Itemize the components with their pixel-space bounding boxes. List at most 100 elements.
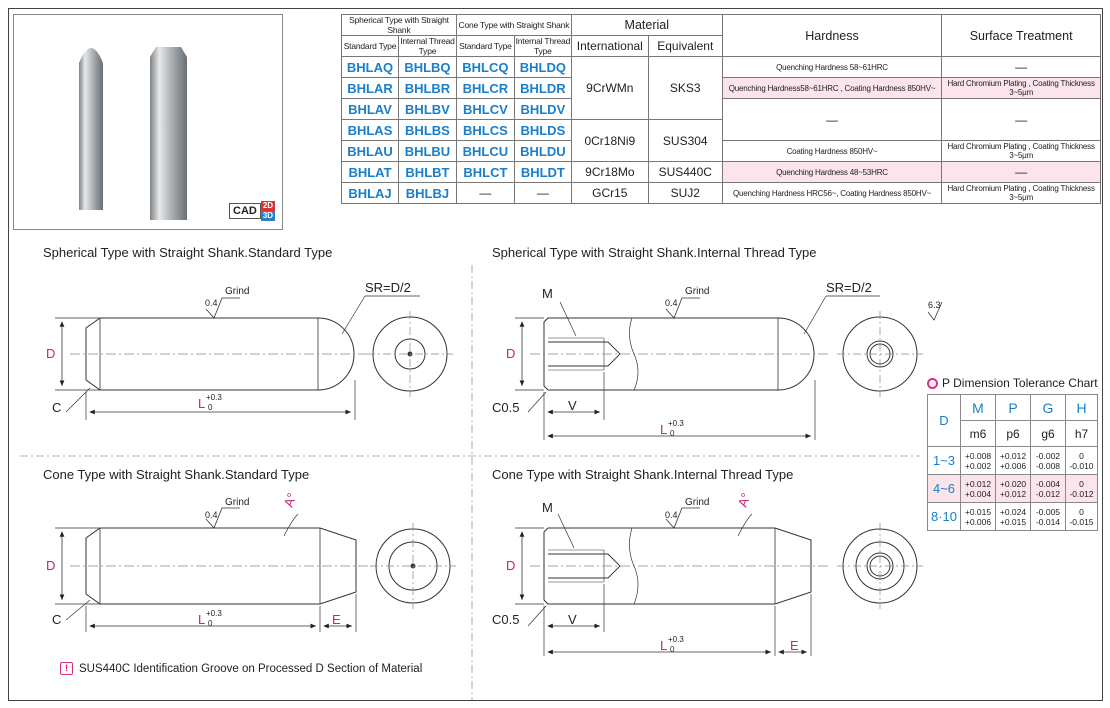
tol-value: +0.015+0.006 <box>960 502 996 531</box>
code-cell[interactable]: BHLBS <box>397 119 457 141</box>
cad-badge[interactable]: CAD 2D 3D <box>229 201 276 221</box>
code-cell[interactable]: BHLDT <box>513 161 572 183</box>
tol-value: 0-0.010 <box>1065 446 1098 475</box>
code-cell[interactable]: BHLCU <box>455 140 515 162</box>
material-equivalent: SUJ2 <box>647 182 723 204</box>
code-cell[interactable]: BHLDS <box>513 119 572 141</box>
tol-upper: 0 <box>1079 506 1084 517</box>
surface-cell: — <box>941 56 1101 78</box>
warning-icon: ! <box>60 662 73 675</box>
code-cell[interactable]: BHLAJ <box>341 182 399 204</box>
hardness-cell: Quenching Hardness HRC56~, Coating Hardn… <box>721 182 943 204</box>
header-material: Material <box>570 14 723 36</box>
code-cell[interactable]: BHLAR <box>341 77 399 99</box>
header-cone: Cone Type with Straight Shank <box>455 14 572 36</box>
header-equivalent: Equivalent <box>647 35 723 57</box>
code-cell[interactable]: BHLBV <box>397 98 457 120</box>
code-cell[interactable]: BHLDQ <box>513 56 572 78</box>
code-cell[interactable]: BHLBR <box>397 77 457 99</box>
code-cell[interactable]: BHLDR <box>513 77 572 99</box>
spec-table: Spherical Type with Straight Shank Cone … <box>341 14 1101 204</box>
drawing-title-4: Cone Type with Straight Shank.Internal T… <box>492 467 794 482</box>
tol-lower: -0.012 <box>1035 488 1061 499</box>
tolerance-title: P Dimension Tolerance Chart <box>942 376 1098 390</box>
tol-upper: +0.008 <box>964 450 992 461</box>
tol-lower: -0.015 <box>1069 516 1094 527</box>
material-note: ! SUS440C Identification Groove on Proce… <box>60 662 422 675</box>
code-cell[interactable]: BHLCS <box>455 119 515 141</box>
tolerance-bullet-icon <box>927 377 938 389</box>
code-cell[interactable]: BHLBJ <box>397 182 457 204</box>
tol-value: -0.005-0.014 <box>1030 502 1066 531</box>
tol-value: -0.004-0.012 <box>1030 474 1066 503</box>
header-standard-1: Standard Type <box>341 35 399 57</box>
header-thread-1: Internal Thread Type <box>397 35 457 57</box>
tol-lower: -0.014 <box>1035 516 1061 527</box>
code-cell[interactable]: BHLAT <box>341 161 399 183</box>
tol-lower: +0.004 <box>964 488 992 499</box>
tol-value: +0.012+0.004 <box>960 474 996 503</box>
tol-upper: 0 <box>1079 450 1084 461</box>
tol-value: -0.002-0.008 <box>1030 446 1066 475</box>
header-hardness: Hardness <box>721 14 943 57</box>
material-international: GCr15 <box>570 182 649 204</box>
tol-lower: -0.010 <box>1069 460 1094 471</box>
material-equivalent: SKS3 <box>647 56 723 120</box>
hardness-cell: Quenching Hardness58~61HRC , Coating Har… <box>721 77 943 99</box>
cad-2d: 2D <box>260 201 276 211</box>
note-text: SUS440C Identification Groove on Process… <box>79 662 423 675</box>
code-cell[interactable]: BHLBT <box>397 161 457 183</box>
tol-value: +0.008+0.002 <box>960 446 996 475</box>
tol-lower: -0.012 <box>1069 488 1094 499</box>
tol-lower: +0.015 <box>999 516 1027 527</box>
cad-label: CAD <box>229 203 261 219</box>
drawing-title-1: Spherical Type with Straight Shank.Stand… <box>43 245 333 260</box>
surface-cell: Hard Chromium Plating , Coating Thicknes… <box>941 182 1101 204</box>
tol-col-header: G <box>1030 394 1066 421</box>
surface-cell: — <box>941 98 1101 141</box>
code-cell: — <box>513 182 572 204</box>
page-frame <box>8 8 1103 701</box>
code-cell[interactable]: BHLCQ <box>455 56 515 78</box>
tol-row-d: 4~6 <box>927 474 961 503</box>
code-cell[interactable]: BHLBU <box>397 140 457 162</box>
tol-sub-header: g6 <box>1030 420 1066 447</box>
tol-sub-header: m6 <box>960 420 996 447</box>
tol-row-d: 1~3 <box>927 446 961 475</box>
code-cell[interactable]: BHLDU <box>513 140 572 162</box>
code-cell[interactable]: BHLAQ <box>341 56 399 78</box>
pin-photo-image <box>79 47 187 220</box>
tolerance-table: D M P G H m6 p6 g6 h7 1~3 +0.008+0.002 +… <box>927 394 1098 531</box>
hardness-cell: — <box>721 98 943 141</box>
tol-d-header: D <box>927 394 961 447</box>
header-thread-2: Internal Thread Type <box>513 35 572 57</box>
tol-upper: +0.015 <box>964 506 992 517</box>
header-international: International <box>570 35 649 57</box>
tol-lower: -0.008 <box>1035 460 1061 471</box>
material-international: 0Cr18Ni9 <box>570 119 649 162</box>
tol-value: 0-0.012 <box>1065 474 1098 503</box>
tol-lower: +0.006 <box>999 460 1027 471</box>
code-cell[interactable]: BHLAS <box>341 119 399 141</box>
tol-upper: +0.012 <box>964 478 992 489</box>
cad-3d: 3D <box>260 211 276 221</box>
material-international: 9CrWMn <box>570 56 649 120</box>
code-cell[interactable]: BHLBQ <box>397 56 457 78</box>
code-cell[interactable]: BHLCT <box>455 161 515 183</box>
code-cell[interactable]: BHLCR <box>455 77 515 99</box>
tol-sub-header: p6 <box>995 420 1031 447</box>
material-equivalent: SUS304 <box>647 119 723 162</box>
code-cell: — <box>455 182 515 204</box>
code-cell[interactable]: BHLCV <box>455 98 515 120</box>
tol-col-header: P <box>995 394 1031 421</box>
code-cell[interactable]: BHLAU <box>341 140 399 162</box>
material-equivalent: SUS440C <box>647 161 723 183</box>
tol-row-d: 8·10 <box>927 502 961 531</box>
header-surface: Surface Treatment <box>941 14 1101 57</box>
drawing-title-2: Spherical Type with Straight Shank.Inter… <box>492 245 817 260</box>
tolerance-chart: P Dimension Tolerance Chart D M P G H m6… <box>927 376 1098 531</box>
code-cell[interactable]: BHLAV <box>341 98 399 120</box>
tol-lower: +0.012 <box>999 488 1027 499</box>
tol-value: 0-0.015 <box>1065 502 1098 531</box>
code-cell[interactable]: BHLDV <box>513 98 572 120</box>
